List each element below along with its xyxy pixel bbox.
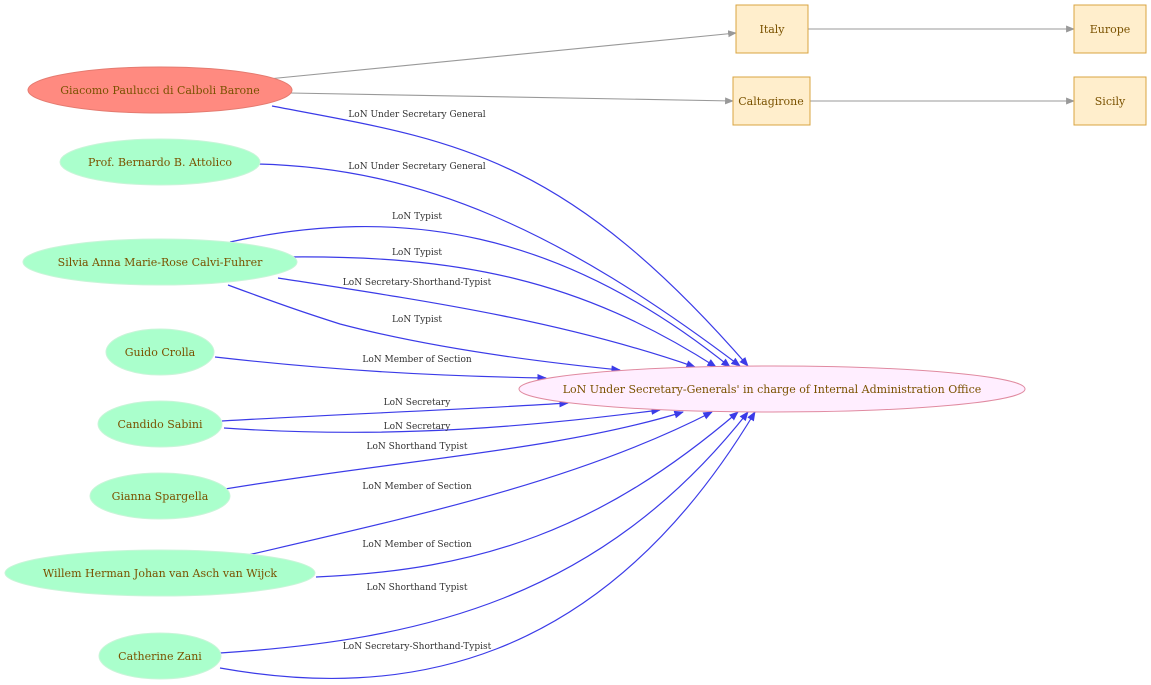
edge-giacomo-italy — [267, 30, 737, 80]
node-giacomo[interactable]: Giacomo Paulucci di Calboli Barone — [27, 66, 293, 114]
place-edges — [267, 25, 1075, 105]
edge-label-sabini-office-2: LoN Secretary — [384, 422, 452, 432]
node-sicily[interactable]: Sicily — [1073, 76, 1147, 126]
edge-label-calvi-office-3: LoN Secretary-Shorthand-Typist — [343, 278, 492, 288]
node-zani[interactable]: Catherine Zani — [98, 632, 222, 680]
node-label-europe: Europe — [1090, 23, 1131, 36]
node-label-spargella: Gianna Spargella — [112, 490, 209, 503]
node-label-sabini: Candido Sabini — [117, 418, 203, 431]
node-crolla[interactable]: Guido Crolla — [105, 328, 215, 376]
edge-calvi-office-2 — [284, 256, 717, 368]
node-europe[interactable]: Europe — [1073, 4, 1147, 54]
edge-label-calvi-office-2: LoN Typist — [392, 248, 442, 258]
edge-calvi-office-4 — [227, 284, 621, 373]
edge-spargella-office — [224, 410, 684, 490]
edge-label-vanasch-office-2: LoN Member of Section — [362, 540, 472, 550]
edge-label-sabini-office-1: LoN Secretary — [384, 398, 452, 408]
edge-label-calvi-office-4: LoN Typist — [392, 315, 442, 325]
node-label-giacomo: Giacomo Paulucci di Calboli Barone — [60, 84, 260, 97]
edge-vanasch-office-1 — [247, 411, 713, 556]
edge-label-crolla-office: LoN Member of Section — [362, 355, 472, 365]
edge-label-spargella-office: LoN Shorthand Typist — [367, 442, 468, 452]
edge-zani-office-1 — [219, 411, 749, 654]
edge-zani-office-2 — [219, 411, 756, 679]
edge-sabini-office-1 — [221, 399, 569, 422]
node-label-office: LoN Under Secretary-Generals' in charge … — [563, 383, 982, 396]
edge-label-calvi-office-1: LoN Typist — [392, 212, 442, 222]
edge-giacomo-office — [271, 105, 749, 367]
node-label-italy: Italy — [759, 23, 785, 36]
edge-giacomo-caltagirone — [289, 92, 734, 105]
node-caltagirone[interactable]: Caltagirone — [732, 76, 811, 126]
node-label-vanasch: Willem Herman Johan van Asch van Wijck — [43, 567, 278, 580]
edge-label-attolico-office: LoN Under Secretary General — [348, 162, 485, 172]
role-edges — [214, 105, 756, 679]
node-vanasch[interactable]: Willem Herman Johan van Asch van Wijck — [4, 549, 316, 597]
node-label-sicily: Sicily — [1095, 95, 1126, 108]
node-office[interactable]: LoN Under Secretary-Generals' in charge … — [518, 365, 1026, 413]
edge-calvi-office-1 — [229, 226, 731, 368]
edge-crolla-office — [214, 356, 547, 382]
edge-vanasch-office-2 — [315, 411, 739, 578]
node-label-calvi: Silvia Anna Marie-Rose Calvi-Fuhrer — [58, 256, 263, 269]
node-attolico[interactable]: Prof. Bernardo B. Attolico — [59, 138, 261, 186]
edge-calvi-office-3 — [277, 277, 696, 368]
node-spargella[interactable]: Gianna Spargella — [89, 472, 231, 520]
node-label-zani: Catherine Zani — [118, 650, 202, 663]
node-label-crolla: Guido Crolla — [125, 346, 196, 359]
edge-label-giacomo-office: LoN Under Secretary General — [348, 110, 485, 120]
edge-label-zani-office-2: LoN Secretary-Shorthand-Typist — [343, 642, 492, 652]
node-label-caltagirone: Caltagirone — [738, 95, 804, 108]
edge-label-vanasch-office-1: LoN Member of Section — [362, 482, 472, 492]
edge-attolico-office — [257, 163, 741, 367]
node-label-attolico: Prof. Bernardo B. Attolico — [88, 156, 232, 169]
edge-label-zani-office-1: LoN Shorthand Typist — [367, 583, 468, 593]
node-italy[interactable]: Italy — [735, 4, 809, 54]
edge-labels: LoN Under Secretary General LoN Under Se… — [343, 110, 492, 652]
node-sabini[interactable]: Candido Sabini — [97, 400, 223, 448]
edge-sabini-office-2 — [223, 407, 661, 433]
node-calvi[interactable]: Silvia Anna Marie-Rose Calvi-Fuhrer — [22, 238, 298, 286]
